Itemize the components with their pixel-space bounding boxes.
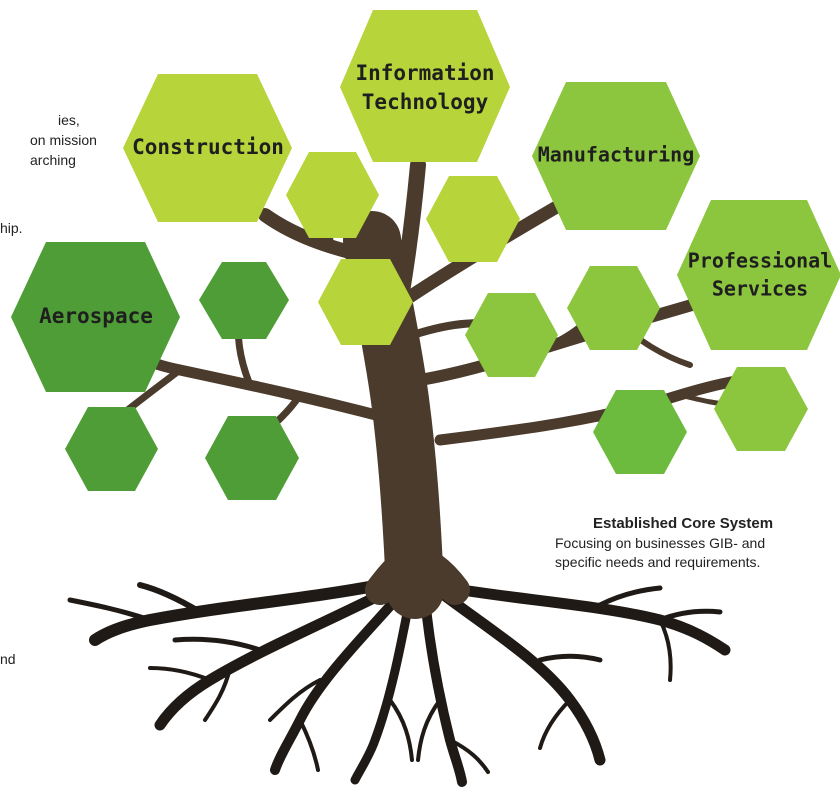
hexagon-small-1 [286, 152, 379, 238]
left-text-line-1: ies, [58, 112, 80, 128]
left-text-line-4: hip. [0, 220, 23, 236]
hexagon-professional-services [677, 200, 840, 350]
it-label-line-2: Technology [362, 90, 489, 114]
hexagon-small-3 [318, 259, 413, 345]
left-text-line-5: nd [0, 651, 16, 667]
core-system-desc-line-2: specific needs and requirements. [555, 554, 761, 570]
professional-services-label-line-2: Services [712, 277, 808, 301]
manufacturing-label: Manufacturing [538, 143, 695, 167]
hexagon-small-6 [567, 266, 660, 350]
hexagon-small-7 [593, 390, 687, 474]
hexagon-manufacturing [532, 82, 700, 230]
hexagon-small-4 [199, 262, 289, 339]
construction-label: Construction [132, 135, 284, 159]
core-system-desc-line-1: Focusing on businesses GIB- and [555, 535, 766, 551]
professional-services-label-line-1: Professional [688, 249, 833, 273]
aerospace-label: Aerospace [39, 304, 153, 328]
it-label-line-1: Information [355, 61, 494, 85]
core-system-block: Established Core System Focusing on busi… [555, 514, 840, 572]
hexagon-information-technology [340, 10, 510, 162]
core-system-title: Established Core System [593, 515, 774, 532]
hexagon-construction [123, 74, 292, 222]
hexagon-aerospace [11, 242, 180, 392]
left-text-line-2: on mission [30, 132, 97, 148]
tree-roots [67, 579, 731, 787]
left-text-line-3: arching [30, 152, 76, 168]
hexagon-small-5 [465, 293, 558, 377]
hexagon-small-9 [65, 407, 158, 491]
hexagon-small-2 [426, 176, 520, 262]
hexagon-small-8 [714, 367, 808, 451]
hexagon-small-10 [205, 416, 299, 500]
